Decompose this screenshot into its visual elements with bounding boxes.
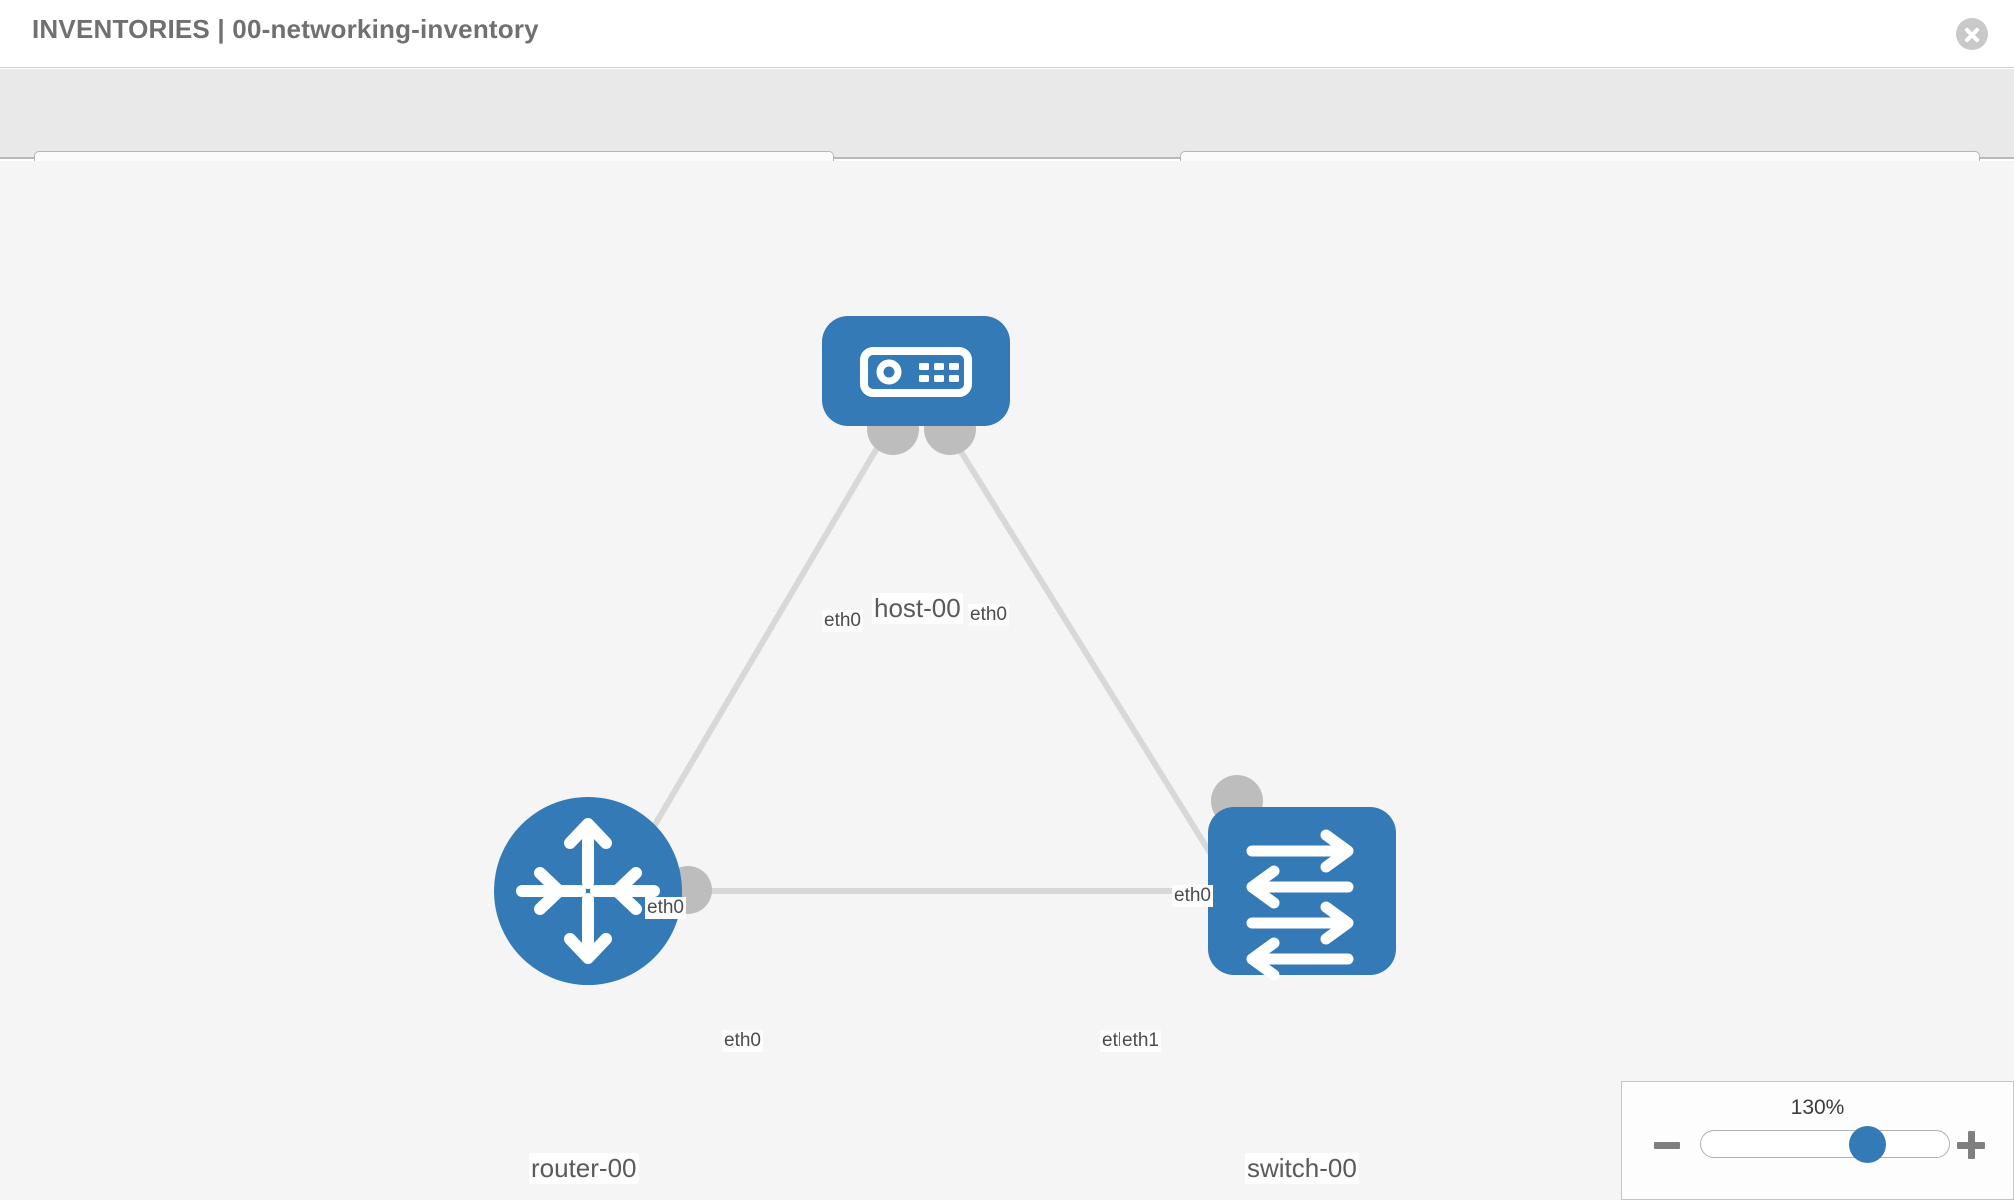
toolbar: ACTIONS SEARCH (0, 69, 2014, 205)
node-switch-00[interactable] (1208, 807, 1396, 981)
node-label-router-00: router-00 (529, 1153, 639, 1184)
topology-edges (607, 424, 1243, 903)
node-host-00[interactable] (822, 316, 1010, 426)
node-label-host-00: host-00 (872, 593, 963, 624)
edge-label-router00-eth0-uplink: eth0 (645, 897, 686, 919)
zoom-percent-label: 130% (1790, 1096, 1845, 1119)
edge-label-router00-eth0-lan: eth0 (722, 1030, 763, 1052)
server-appliance-icon (860, 347, 972, 397)
edge-label-switch00-eth0-uplink: eth0 (1172, 885, 1213, 907)
close-icon[interactable] (1956, 18, 1988, 50)
node-label-switch-00: switch-00 (1245, 1153, 1359, 1184)
zoom-in-button[interactable] (1955, 1128, 1989, 1162)
topology-graph (494, 316, 1396, 985)
edge-host00-router00[interactable] (607, 424, 893, 903)
zoom-out-button[interactable] (1652, 1128, 1686, 1162)
router-arrows-icon (516, 818, 660, 964)
page-header: INVENTORIES | 00-networking-inventory (0, 0, 2014, 68)
edge-label-switch00-eth1-lan: eth1 (1120, 1030, 1161, 1052)
edge-host00-switch00[interactable] (942, 424, 1243, 903)
page-title: INVENTORIES | 00-networking-inventory (32, 14, 539, 44)
edge-label-host00-eth0-left: eth0 (822, 610, 863, 632)
zoom-slider[interactable] (1700, 1126, 1950, 1163)
switch-arrows-icon (1246, 829, 1354, 981)
node-router-00[interactable] (494, 797, 682, 985)
edge-label-host00-eth0-right: eth0 (968, 604, 1009, 626)
zoom-slider-thumb[interactable] (1849, 1126, 1887, 1163)
zoom-control-panel: 130% (1621, 1081, 2014, 1200)
topology-canvas[interactable]: host-00 router-00 switch-00 eth0 eth0 et… (0, 161, 2014, 1200)
